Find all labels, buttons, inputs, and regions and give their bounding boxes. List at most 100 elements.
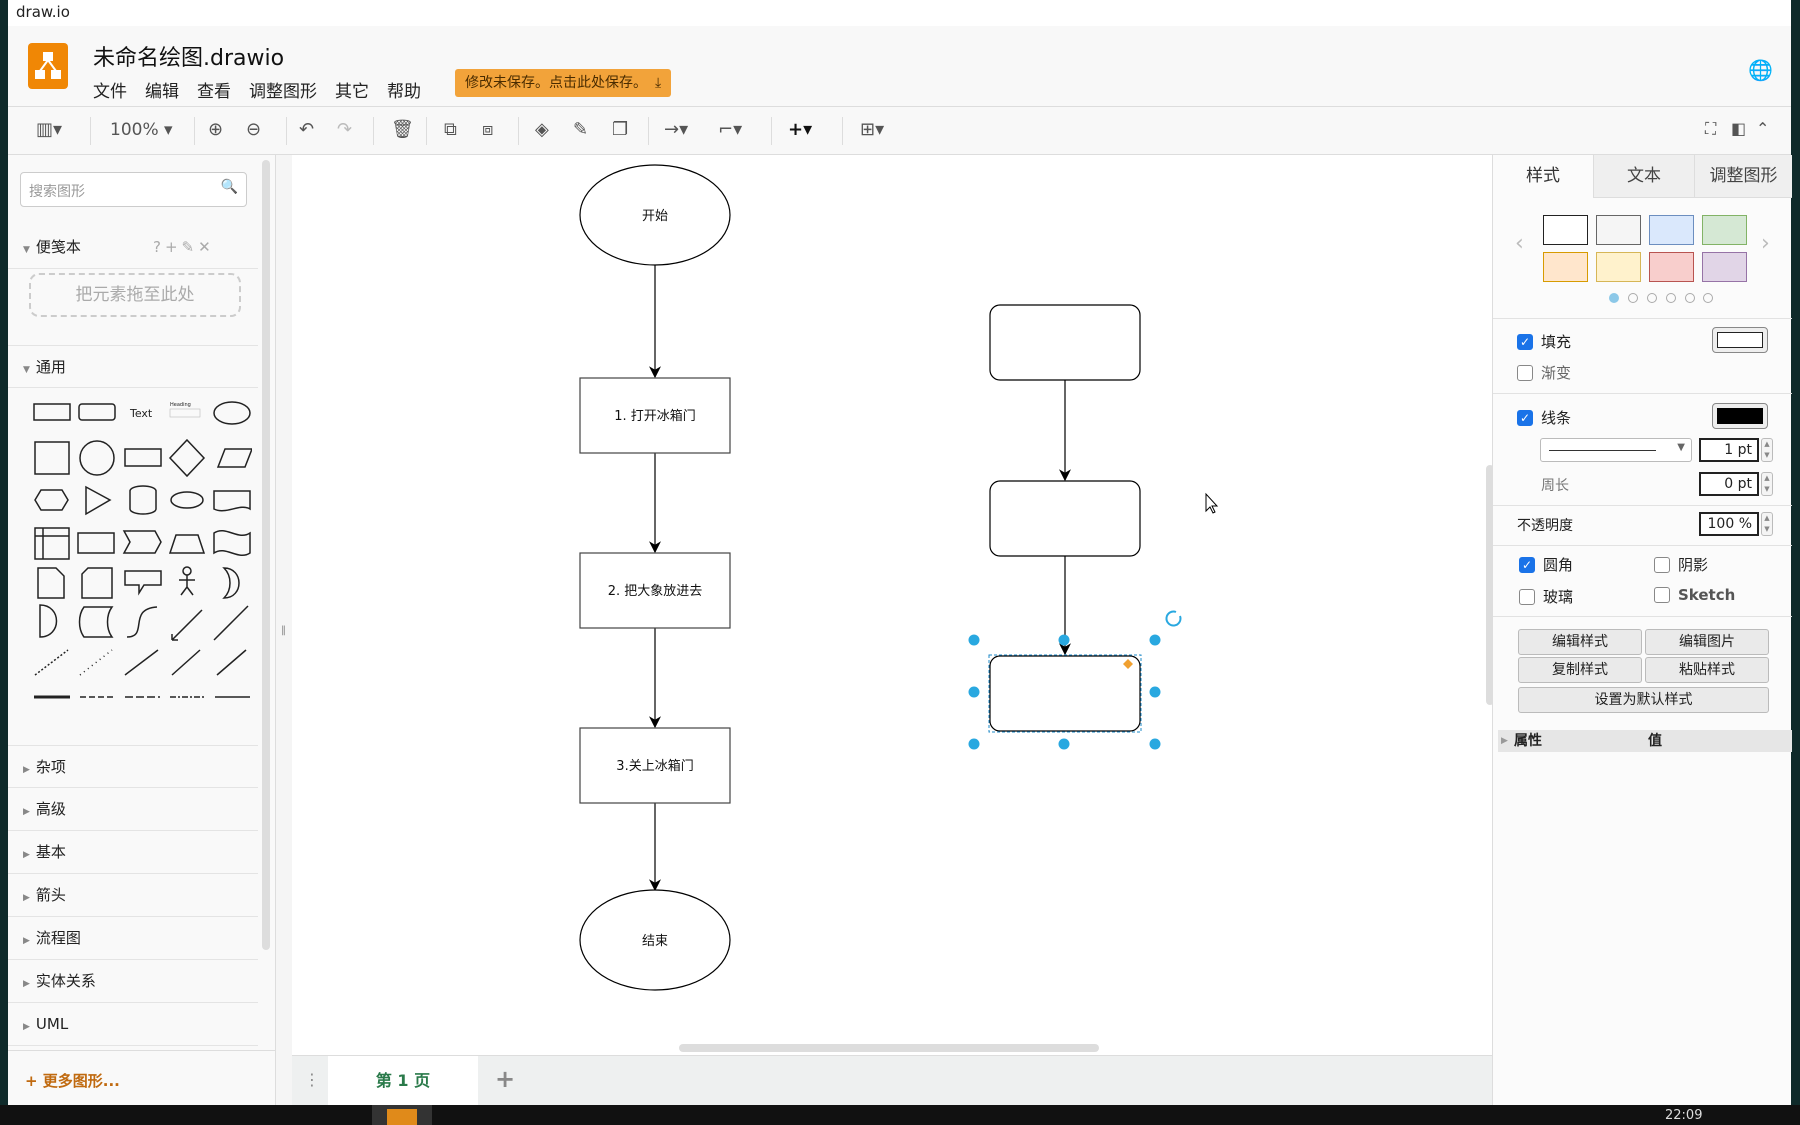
undo-icon[interactable]: ↶	[299, 119, 315, 140]
style-swatch[interactable]	[1596, 252, 1641, 282]
style-swatch[interactable]	[1649, 252, 1694, 282]
language-globe-icon[interactable]: 🌐	[1748, 58, 1773, 82]
resize-handles[interactable]	[968, 634, 1161, 750]
general-shapes-palette[interactable]: Text Heading	[22, 395, 252, 735]
opacity-input[interactable]: 100 %	[1699, 512, 1759, 536]
taskbar-app-drawio[interactable]	[372, 1105, 432, 1125]
sidebar-splitter[interactable]: ‖	[276, 155, 292, 1105]
style-swatch[interactable]	[1702, 215, 1747, 245]
perimeter-spinner[interactable]: ▲▼	[1761, 472, 1773, 496]
prev-chevron-icon[interactable]: ‹	[1515, 231, 1524, 256]
section-arrows[interactable]: ▶箭头	[8, 874, 258, 917]
opacity-spinner[interactable]: ▲▼	[1761, 512, 1773, 536]
unsaved-save-button[interactable]: 修改未保存。点击此处保存。⤓	[455, 69, 672, 97]
sidebar-scrollbar[interactable]	[262, 160, 270, 950]
add-icon[interactable]: +	[164, 238, 182, 256]
redo-icon[interactable]: ↷	[337, 119, 353, 140]
add-page-icon[interactable]: +	[495, 1065, 516, 1093]
step2-node[interactable]	[579, 552, 731, 629]
line-width-spinner[interactable]: ▲▼	[1761, 438, 1773, 462]
table-icon[interactable]: ⊞▾	[860, 119, 885, 140]
selected-rounded-node[interactable]	[989, 655, 1141, 732]
paste-style-button[interactable]: 粘贴样式	[1645, 657, 1769, 683]
tab-style[interactable]: 样式	[1493, 155, 1593, 198]
section-advanced[interactable]: ▶高级	[8, 788, 258, 831]
edit-pencil-icon[interactable]: ✎	[181, 238, 199, 256]
fill-color-icon[interactable]: ◈	[535, 119, 549, 140]
zoom-out-icon[interactable]: ⊖	[246, 119, 262, 140]
step1-node[interactable]	[579, 377, 731, 454]
shadow-icon[interactable]: ❐	[612, 119, 629, 140]
zoom-in-icon[interactable]: ⊕	[208, 119, 224, 140]
to-back-icon[interactable]: ⧈	[482, 119, 494, 140]
waypoints-icon[interactable]: ⌐▾	[718, 119, 743, 140]
canvas-horizontal-scrollbar[interactable]	[679, 1044, 1099, 1052]
set-default-style-button[interactable]: 设置为默认样式	[1518, 687, 1769, 713]
section-scratchpad[interactable]: ▼便笺本 ?+✎✕	[8, 226, 258, 269]
line-checkbox[interactable]: ✓线条	[1517, 407, 1571, 428]
fill-color-button[interactable]	[1712, 327, 1768, 353]
help-icon[interactable]: ?	[153, 238, 165, 256]
menu-view[interactable]: 查看	[197, 82, 231, 102]
section-entity-relation[interactable]: ▶实体关系	[8, 960, 258, 1003]
next-chevron-icon[interactable]: ›	[1761, 231, 1770, 256]
step3-node[interactable]	[579, 727, 731, 804]
style-swatch[interactable]	[1596, 215, 1641, 245]
scratchpad-drop-area[interactable]: 把元素拖至此处	[29, 273, 241, 317]
fullscreen-icon[interactable]: ⛶	[1705, 119, 1717, 138]
line-pattern-select[interactable]: ▼	[1540, 438, 1692, 462]
expand-triangle-icon[interactable]: ▶	[1501, 736, 1508, 746]
tab-text[interactable]: 文本	[1593, 155, 1694, 198]
style-swatch[interactable]	[1543, 215, 1588, 245]
line-color-icon[interactable]: ✎	[573, 119, 589, 140]
section-misc[interactable]: ▶杂项	[8, 745, 258, 788]
collapse-chevron-icon[interactable]: ⌃	[1756, 119, 1770, 138]
connection-arrow-icon[interactable]: →▾	[664, 119, 689, 140]
document-title[interactable]: 未命名绘图.drawio	[93, 46, 285, 71]
style-swatch[interactable]	[1649, 215, 1694, 245]
section-flowchart[interactable]: ▶流程图	[8, 917, 258, 960]
copy-style-button[interactable]: 复制样式	[1518, 657, 1642, 683]
empty-rounded-node[interactable]	[989, 304, 1141, 381]
page-tab-1[interactable]: 第 1 页	[328, 1056, 478, 1106]
corner-radius-handle[interactable]	[1123, 659, 1133, 669]
close-icon[interactable]: ✕	[198, 238, 215, 256]
gradient-checkbox[interactable]: 渐变	[1517, 362, 1571, 383]
rounded-checkbox[interactable]: ✓圆角	[1519, 554, 1573, 575]
diagram-canvas[interactable]: 开始 1. 打开冰箱门 2. 把大象放进去 3.关上冰箱门 结束	[292, 155, 1499, 1055]
sketch-checkbox[interactable]: Sketch	[1654, 586, 1735, 604]
end-node[interactable]	[579, 889, 731, 991]
perimeter-input[interactable]: 0 pt	[1699, 472, 1759, 496]
toggle-panel-icon[interactable]: ◧	[1731, 119, 1747, 138]
page-menu-icon[interactable]: ⋮	[304, 1070, 320, 1089]
section-basic[interactable]: ▶基本	[8, 831, 258, 874]
delete-trash-icon[interactable]: 🗑	[391, 119, 414, 140]
menu-help[interactable]: 帮助	[387, 82, 421, 102]
edit-image-button[interactable]: 编辑图片	[1645, 629, 1769, 655]
section-uml[interactable]: ▶UML	[8, 1003, 258, 1046]
to-front-icon[interactable]: ⧉	[444, 119, 457, 140]
format-panel-toggle-icon[interactable]: ▥▾	[36, 119, 63, 140]
style-swatch[interactable]	[1702, 252, 1747, 282]
search-shapes-input[interactable]: 搜索图形🔍	[20, 172, 247, 207]
line-width-input[interactable]: 1 pt	[1699, 438, 1759, 462]
rotate-handle-icon[interactable]	[1165, 610, 1182, 627]
line-color-button[interactable]	[1712, 403, 1768, 429]
tab-arrange[interactable]: 调整图形	[1694, 155, 1792, 198]
section-general[interactable]: ▼通用	[8, 345, 258, 388]
empty-rounded-node[interactable]	[989, 480, 1141, 557]
search-icon[interactable]: 🔍	[220, 179, 238, 195]
fill-checkbox[interactable]: ✓填充	[1517, 331, 1571, 352]
menu-file[interactable]: 文件	[93, 82, 127, 102]
menu-arrange[interactable]: 调整图形	[249, 82, 317, 102]
glass-checkbox[interactable]: 玻璃	[1519, 586, 1573, 607]
more-shapes-button[interactable]: + 更多图形...	[25, 1072, 120, 1090]
canvas-vertical-scrollbar[interactable]	[1486, 465, 1494, 705]
insert-plus-icon[interactable]: +▾	[788, 119, 813, 140]
menu-edit[interactable]: 编辑	[145, 82, 179, 102]
shadow-checkbox[interactable]: 阴影	[1654, 554, 1708, 575]
zoom-select[interactable]: 100% ▾	[110, 120, 173, 140]
edit-style-button[interactable]: 编辑样式	[1518, 629, 1642, 655]
style-swatch[interactable]	[1543, 252, 1588, 282]
start-node[interactable]	[579, 164, 731, 266]
